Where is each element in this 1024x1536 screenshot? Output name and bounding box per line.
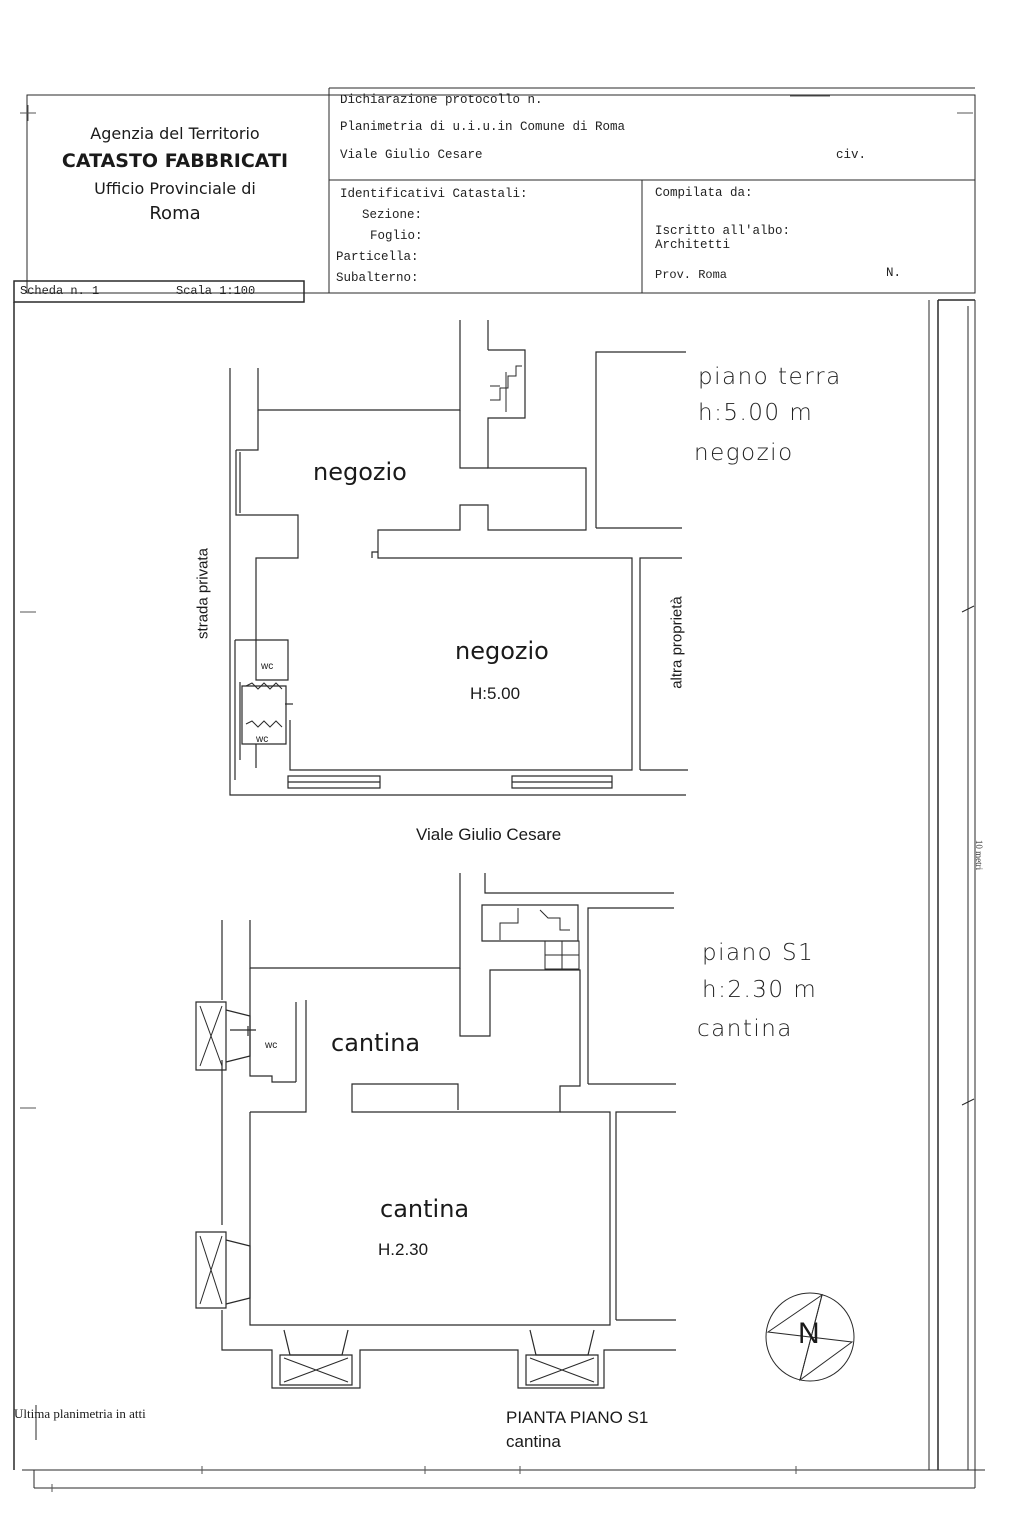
north-arrow-icon — [766, 1293, 854, 1381]
ground-floor-use: negozio — [694, 440, 794, 466]
basement-title: piano S1 — [702, 940, 815, 966]
ufficio-city: Roma — [149, 203, 201, 224]
albo-value: Architetti — [655, 238, 731, 252]
header-frame — [27, 95, 975, 293]
room-label-negozio-2: negozio — [455, 637, 549, 665]
wc-label-2: wc — [256, 734, 269, 745]
planimetria-field: Planimetria di u.i.u.in Comune di Roma — [340, 120, 626, 134]
subalterno-label: Subalterno: — [336, 271, 419, 285]
plan-subtitle: cantina — [506, 1432, 561, 1451]
scala-label: Scala 1:100 — [176, 284, 256, 298]
strada-privata-label: strada privata — [194, 548, 212, 639]
agency-name: Agenzia del Territorio — [90, 124, 260, 143]
iscritto-label: Iscritto all'albo: — [655, 224, 791, 238]
prov-label: Prov. Roma — [655, 268, 728, 282]
wc-label-basement: wc — [265, 1040, 278, 1051]
room-label-cantina-1: cantina — [331, 1029, 421, 1057]
room-label-cantina-2: cantina — [380, 1195, 470, 1223]
identificativi-label: Identificativi Catastali: — [340, 187, 528, 201]
wc-label-1: wc — [261, 661, 274, 672]
scheda-label: Scheda n. 1 — [20, 284, 100, 298]
foglio-label: Foglio: — [370, 229, 423, 243]
civ-field: civ. — [836, 148, 867, 162]
street-label: Viale Giulio Cesare — [416, 825, 562, 844]
ufficio-label: Ufficio Provinciale di — [94, 179, 256, 198]
protocol-field: Dichiarazione protocollo n. — [340, 93, 543, 107]
plan-title: PIANTA PIANO S1 — [506, 1408, 649, 1427]
ultima-planimetria-note: Ultima planimetria in atti — [14, 1406, 146, 1421]
particella-label: Particella: — [336, 250, 419, 264]
catasto-title: CATASTO FABBRICATI — [61, 150, 289, 172]
room-height-negozio: H:5.00 — [470, 684, 521, 703]
scale-bar-label: 10 metri — [974, 839, 984, 871]
basement-height: h:2.30 m — [702, 977, 818, 1003]
altra-proprieta-label: altra proprietà — [668, 596, 686, 689]
ground-floor-height: h:5.00 m — [698, 400, 814, 426]
ground-floor-title: piano terra — [698, 364, 842, 390]
basement-use: cantina — [697, 1016, 793, 1042]
scheda-box — [14, 281, 304, 302]
n-label: N. — [886, 266, 902, 280]
address-field: Viale Giulio Cesare — [340, 148, 483, 162]
compilata-label: Compilata da: — [655, 186, 753, 200]
room-height-cantina: H.2.30 — [378, 1240, 429, 1259]
sezione-label: Sezione: — [362, 208, 423, 222]
compass-label: N — [798, 1317, 820, 1350]
room-label-negozio-1: negozio — [313, 458, 407, 486]
